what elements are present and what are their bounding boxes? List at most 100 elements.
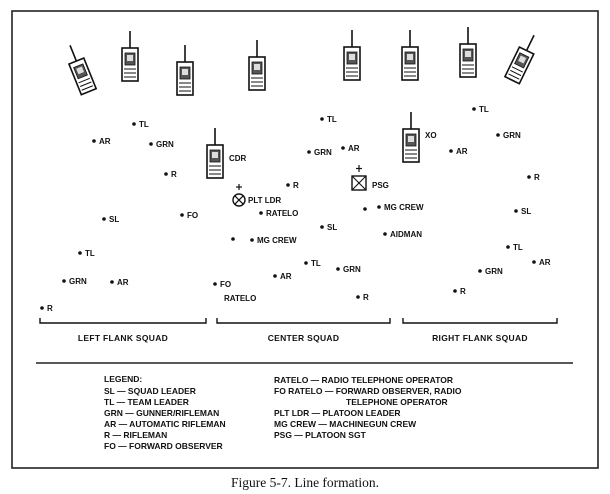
marker-cs-dot-b bbox=[363, 207, 367, 211]
marker-cs-tl2: TL bbox=[304, 259, 321, 268]
person-dot bbox=[259, 211, 263, 215]
xo-label: XO bbox=[425, 131, 437, 140]
legend-entry: RATELO — RADIO TELEPHONE OPERATOR bbox=[274, 375, 453, 385]
marker-label: FO bbox=[220, 280, 231, 289]
legend-entry: GRN — GUNNER/RIFLEMAN bbox=[104, 408, 219, 418]
person-dot bbox=[356, 295, 360, 299]
person-dot bbox=[132, 122, 136, 126]
person-dot bbox=[231, 237, 235, 241]
marker-cs-mgc1: MG CREW bbox=[377, 203, 424, 212]
legend-entry: TL — TEAM LEADER bbox=[104, 397, 189, 407]
veh-6-icon bbox=[401, 30, 419, 81]
right-flank-squad-bracket: RIGHT FLANK SQUAD bbox=[402, 318, 558, 343]
person-dot bbox=[472, 107, 476, 111]
marker-label: TL bbox=[311, 259, 321, 268]
person-dot bbox=[341, 146, 345, 150]
person-dot bbox=[102, 217, 106, 221]
marker-label: R bbox=[293, 181, 299, 190]
figure-frame bbox=[11, 10, 599, 469]
marker-label: TL bbox=[139, 120, 149, 129]
marker-label: R bbox=[460, 287, 466, 296]
marker-cs-fo: FO bbox=[213, 280, 231, 289]
marker-rf-tl1: TL bbox=[472, 105, 489, 114]
marker-lf-sl: SL bbox=[102, 215, 119, 224]
person-dot bbox=[377, 205, 381, 209]
legend-entry: AR — AUTOMATIC RIFLEMAN bbox=[104, 419, 226, 429]
marker-label: SL bbox=[327, 223, 337, 232]
right-flank-squad-label: RIGHT FLANK SQUAD bbox=[432, 333, 528, 343]
marker-rf-ar1: AR bbox=[449, 147, 468, 156]
marker-label: FO bbox=[187, 211, 198, 220]
person-dot bbox=[336, 267, 340, 271]
marker-label: SL bbox=[521, 207, 531, 216]
marker-lf-tl1: TL bbox=[132, 120, 149, 129]
cs-fo-ratelo: RATELO bbox=[224, 294, 256, 303]
person-dot bbox=[383, 232, 387, 236]
legend-entry: FO — FORWARD OBSERVER bbox=[104, 441, 223, 451]
marker-lf-ar2: AR bbox=[110, 278, 129, 287]
marker-label: AR bbox=[348, 144, 360, 153]
marker-label: GRN bbox=[485, 267, 503, 276]
marker-cs-mgc2: MG CREW bbox=[250, 236, 297, 245]
person-dot bbox=[273, 274, 277, 278]
center-squad-label: CENTER SQUAD bbox=[268, 333, 340, 343]
legend-entry: SL — SQUAD LEADER bbox=[104, 386, 196, 396]
marker-label: GRN bbox=[503, 131, 521, 140]
marker-label: AR bbox=[99, 137, 111, 146]
person-dot bbox=[286, 183, 290, 187]
marker-label: R bbox=[171, 170, 177, 179]
person-dot bbox=[62, 279, 66, 283]
marker-label: R bbox=[47, 304, 53, 313]
marker-cs-sl: SL bbox=[320, 223, 337, 232]
marker-lf-fo: FO bbox=[180, 211, 198, 220]
marker-lf-r1: R bbox=[164, 170, 177, 179]
person-dot bbox=[527, 175, 531, 179]
marker-cs-grn1: GRN bbox=[307, 148, 332, 157]
marker-label: TL bbox=[327, 115, 337, 124]
marker-cs-dot-a bbox=[231, 237, 235, 241]
person-dot bbox=[40, 306, 44, 310]
marker-cs-aid: AIDMAN bbox=[383, 230, 422, 239]
person-dot bbox=[320, 225, 324, 229]
person-dot bbox=[180, 213, 184, 217]
veh-1-icon bbox=[67, 45, 98, 96]
marker-label: GRN bbox=[69, 277, 87, 286]
marker-label: MG CREW bbox=[257, 236, 297, 245]
legend-title: LEGEND: bbox=[104, 374, 142, 384]
marker-cs-tl1: TL bbox=[320, 115, 337, 124]
legend-entry: TELEPHONE OPERATOR bbox=[346, 397, 448, 407]
marker-lf-tl2: TL bbox=[78, 249, 95, 258]
person-dot bbox=[496, 133, 500, 137]
marker-rf-grn1: GRN bbox=[496, 131, 521, 140]
person-dot bbox=[92, 139, 96, 143]
person-dot bbox=[78, 251, 82, 255]
veh-4-icon bbox=[248, 40, 266, 91]
person-dot bbox=[149, 142, 153, 146]
marker-label: RATELO bbox=[266, 209, 298, 218]
legend-entry: PLT LDR — PLATOON LEADER bbox=[274, 408, 401, 418]
marker-label: R bbox=[534, 173, 540, 182]
legend-entry: MG CREW — MACHINEGUN CREW bbox=[274, 419, 417, 429]
center-squad-bracket: CENTER SQUAD bbox=[216, 318, 391, 343]
veh-3-icon bbox=[176, 45, 194, 96]
marker-cs-grn2: GRN bbox=[336, 265, 361, 274]
left-flank-squad-label: LEFT FLANK SQUAD bbox=[78, 333, 168, 343]
marker-label: AR bbox=[117, 278, 129, 287]
marker-label: AR bbox=[280, 272, 292, 281]
marker-rf-ar2: AR bbox=[532, 258, 551, 267]
marker-cs-ar1: AR bbox=[341, 144, 360, 153]
person-dot bbox=[110, 280, 114, 284]
person-dot bbox=[514, 209, 518, 213]
person-dot bbox=[304, 261, 308, 265]
cdr-label: CDR bbox=[229, 154, 247, 163]
person-dot bbox=[363, 207, 367, 211]
person-dot bbox=[250, 238, 254, 242]
marker-label: GRN bbox=[343, 265, 361, 274]
legend-entry: FO RATELO — FORWARD OBSERVER, RADIO bbox=[274, 386, 462, 396]
legend-entry: R — RIFLEMAN bbox=[104, 430, 167, 440]
platoon-leader-symbol: PLT LDR bbox=[232, 184, 281, 207]
marker-label: TL bbox=[479, 105, 489, 114]
marker-rf-sl: SL bbox=[514, 207, 531, 216]
